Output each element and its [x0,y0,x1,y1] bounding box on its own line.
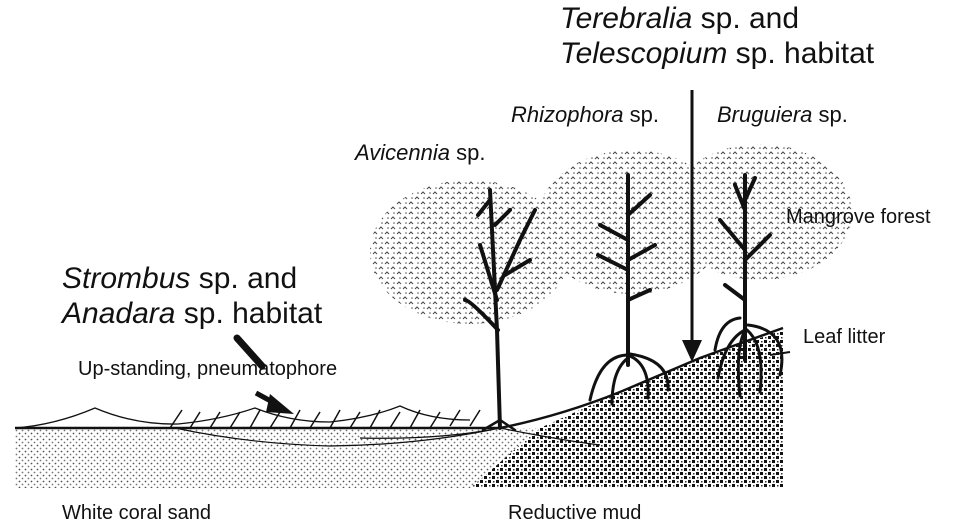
leaf-litter-label: Leaf litter [803,326,885,349]
bruguiera-label: Bruguiera sp. [717,102,848,127]
anadara-label-line2: Anadara sp. habitat [62,297,322,332]
terebralia-label-line1: Terebralia sp. and [560,2,799,37]
white-coral-sand-area [15,428,540,488]
strombus-label-line1: Strombus sp. and [62,262,297,297]
pneumatophore-label: Up-standing, pneumatophore [78,358,337,381]
telescopium-label-line2: Telescopium sp. habitat [560,37,874,72]
avicennia-label: Avicennia sp. [355,140,485,165]
white-coral-sand-label: White coral sand [62,502,211,525]
mangrove-forest-label: Mangrove forest [786,206,931,229]
pneumatophores [170,410,480,428]
rhizophora-label: Rhizophora sp. [511,102,659,127]
reductive-mud-label: Reductive mud [508,502,641,525]
mangrove-canopies [370,144,852,324]
water-surface-waves [15,406,470,428]
